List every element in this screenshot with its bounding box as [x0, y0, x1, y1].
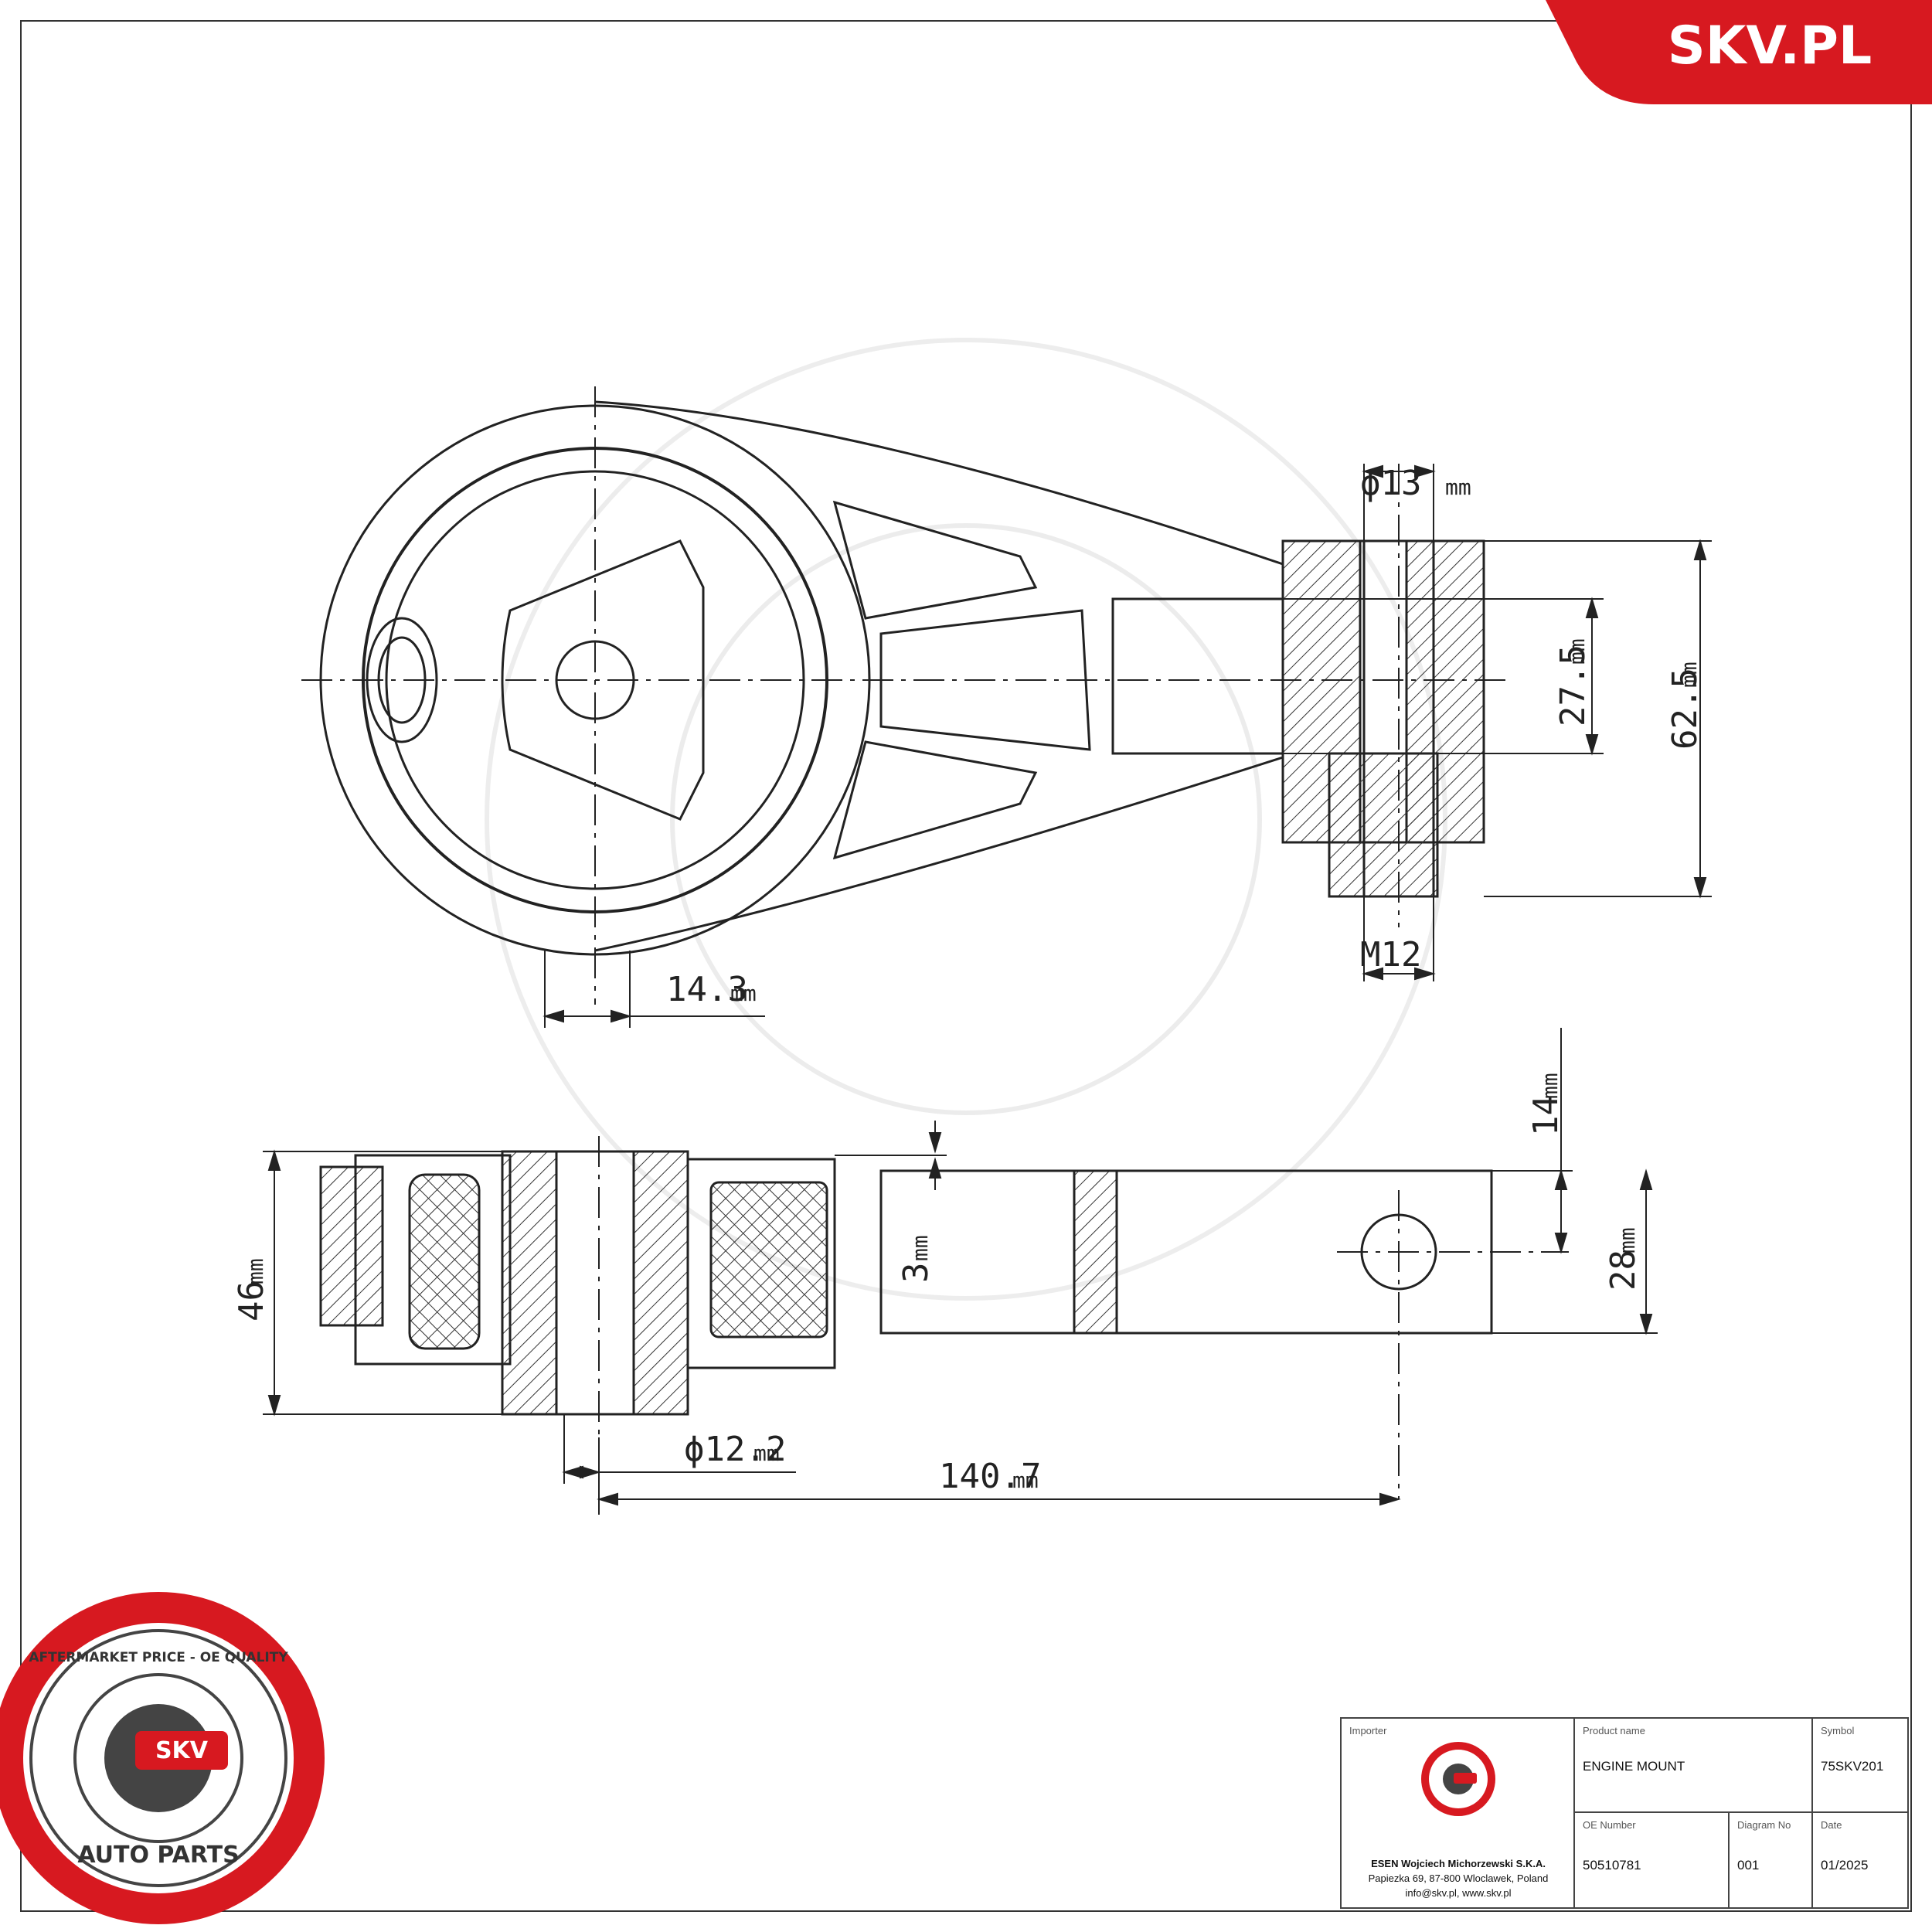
- importer-logo: [1421, 1742, 1495, 1816]
- top-dimensions: [543, 464, 1712, 1028]
- top-view: [301, 386, 1507, 1005]
- date-label: Date: [1821, 1819, 1842, 1831]
- side-view: [319, 1136, 1569, 1499]
- dim-bolt-diameter: ϕ13: [1360, 464, 1421, 503]
- symbol-value: 75SKV201: [1821, 1759, 1884, 1774]
- dim-offset: 14.3: [666, 970, 748, 1009]
- diagram-cell: Diagram No 001: [1730, 1813, 1813, 1907]
- dim-top-gap-unit: mm: [1537, 1073, 1563, 1099]
- dim-inner-height-unit: mm: [1564, 638, 1590, 665]
- oe-label: OE Number: [1583, 1819, 1636, 1831]
- dim-length-unit: mm: [1012, 1468, 1039, 1493]
- dim-flange-unit: mm: [907, 1235, 933, 1261]
- dim-thread: M12: [1360, 935, 1421, 975]
- seal-ring-text: AFTERMARKET PRICE - OE QUALITY: [29, 1650, 288, 1665]
- oe-cell: OE Number 50510781: [1575, 1813, 1730, 1907]
- dim-total-height-unit: mm: [1676, 662, 1702, 688]
- product-name-label: Product name: [1583, 1725, 1645, 1736]
- seal-center-text: SKV: [155, 1737, 209, 1764]
- dim-bolt-diameter-unit: mm: [1445, 474, 1471, 500]
- dim-inner-height: 27.5: [1553, 645, 1593, 726]
- symbol-label: Symbol: [1821, 1725, 1855, 1736]
- dim-offset-unit: mm: [730, 981, 757, 1006]
- dim-thickness-unit: mm: [243, 1258, 268, 1284]
- dim-total-height: 62.5: [1665, 668, 1705, 750]
- dim-bore-diameter: ϕ12.2: [684, 1430, 786, 1469]
- quality-seal: SKV AFTERMARKET PRICE - OE QUALITY AUTO …: [0, 1592, 325, 1924]
- date-value: 01/2025: [1821, 1858, 1869, 1872]
- importer-label: Importer: [1349, 1725, 1387, 1736]
- title-block: Importer ESEN Wojciech Michorzewski S.K.…: [1340, 1717, 1909, 1909]
- symbol-cell: Symbol 75SKV201: [1813, 1719, 1907, 1813]
- dim-thickness: 46: [232, 1281, 271, 1321]
- drawing-frame: [20, 20, 1912, 1912]
- diagram-label: Diagram No: [1737, 1819, 1791, 1831]
- dim-arm-thickness: 28: [1604, 1250, 1643, 1291]
- brand-logo-text: SKV.PL: [1667, 15, 1872, 77]
- company-address: Papiezka 69, 87-800 Wloclawek, Poland: [1368, 1872, 1549, 1884]
- dim-arm-thickness-unit: mm: [1614, 1227, 1640, 1253]
- importer-cell: Importer ESEN Wojciech Michorzewski S.K.…: [1342, 1719, 1575, 1907]
- dim-flange: 3: [896, 1263, 936, 1284]
- oe-number: 50510781: [1583, 1858, 1641, 1872]
- company-contact: info@skv.pl, www.skv.pl: [1405, 1887, 1512, 1899]
- dim-length: 140.7: [939, 1457, 1041, 1496]
- diagram-no: 001: [1737, 1858, 1760, 1872]
- dim-bore-diameter-unit: mm: [753, 1440, 780, 1466]
- side-dimensions: [263, 1028, 1658, 1515]
- product-name-cell: Product name ENGINE MOUNT: [1575, 1719, 1813, 1813]
- product-name: ENGINE MOUNT: [1583, 1759, 1685, 1774]
- company-name: ESEN Wojciech Michorzewski S.K.A.: [1371, 1858, 1546, 1869]
- dim-top-gap: 14: [1526, 1095, 1566, 1136]
- date-cell: Date 01/2025: [1813, 1813, 1907, 1907]
- seal-bottom-text: AUTO PARTS: [77, 1842, 239, 1869]
